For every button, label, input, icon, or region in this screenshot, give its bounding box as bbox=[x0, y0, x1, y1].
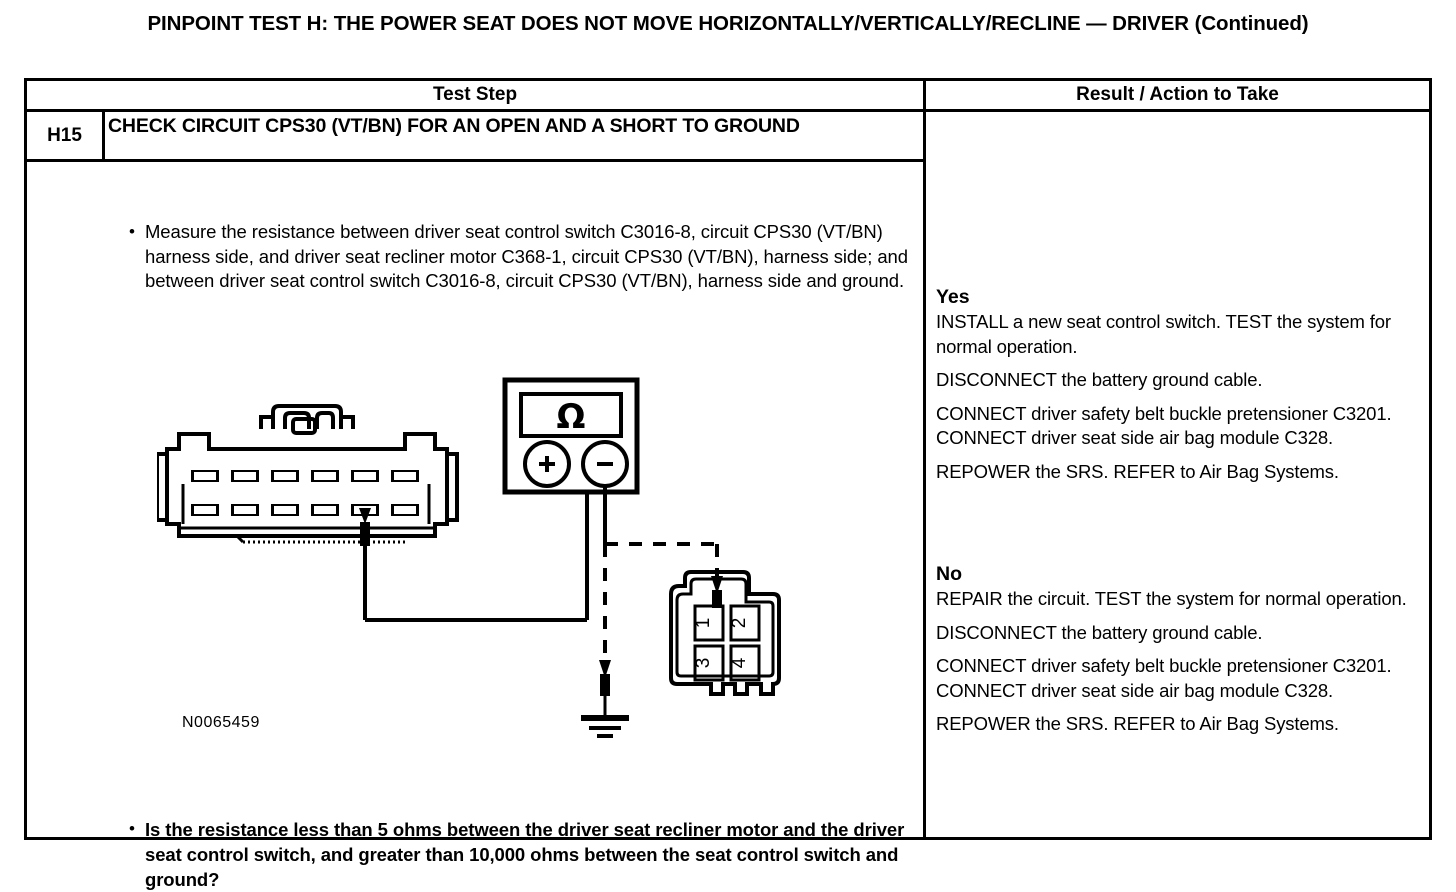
test-step-column: H15 CHECK CIRCUIT CPS30 (VT/BN) FOR AN O… bbox=[27, 112, 923, 890]
no-paragraph-2: DISCONNECT the battery ground cable. bbox=[936, 621, 1263, 643]
connector-c3016 bbox=[259, 404, 355, 435]
pin-label-2: 2 bbox=[729, 618, 750, 629]
pin-label-1: 1 bbox=[693, 618, 714, 629]
ground-symbol bbox=[581, 715, 629, 738]
bullet-dot-icon: • bbox=[129, 222, 135, 241]
step-heading-row: H15 CHECK CIRCUIT CPS30 (VT/BN) FOR AN O… bbox=[27, 112, 923, 162]
question-text: Is the resistance less than 5 ohms betwe… bbox=[145, 819, 905, 890]
result-action-column: Yes INSTALL a new seat control switch. T… bbox=[926, 112, 1429, 837]
ohm-symbol-label: Ω bbox=[557, 397, 586, 437]
yes-paragraph-3: CONNECT driver safety belt buckle preten… bbox=[936, 402, 1392, 449]
yes-label: Yes bbox=[936, 286, 970, 308]
pinpoint-test-table: Test Step Result / Action to Take H15 CH… bbox=[24, 78, 1432, 890]
yes-paragraph-4: REPOWER the SRS. REFER to Air Bag System… bbox=[936, 460, 1339, 482]
figure-id-label: N0065459 bbox=[182, 714, 260, 731]
connector-pin-cavities bbox=[191, 470, 419, 516]
page-title: PINPOINT TEST H: THE POWER SEAT DOES NOT… bbox=[147, 12, 1309, 35]
no-paragraph-1: REPAIR the circuit. TEST the system for … bbox=[936, 588, 1407, 609]
pin-label-3: 3 bbox=[693, 658, 714, 669]
probe-left bbox=[359, 508, 371, 546]
instruction-bullet: • Measure the resistance between driver … bbox=[119, 220, 909, 294]
column-header-result-action: Result / Action to Take bbox=[1076, 84, 1279, 105]
connector-c368 bbox=[669, 570, 781, 696]
step-body: • Measure the resistance between driver … bbox=[27, 162, 923, 890]
column-divider bbox=[923, 81, 926, 837]
yes-paragraph-2: DISCONNECT the battery ground cable. bbox=[936, 369, 1263, 390]
connector-body bbox=[165, 432, 449, 538]
multimeter bbox=[502, 377, 640, 495]
wiring-diagram-figure: Ω bbox=[157, 372, 797, 802]
pin-label-4: 4 bbox=[729, 657, 750, 668]
ground-probe bbox=[599, 660, 611, 696]
diagram-svg: Ω bbox=[157, 377, 781, 738]
no-paragraph-3: CONNECT driver safety belt buckle preten… bbox=[936, 655, 1392, 701]
column-header-test-step: Test Step bbox=[432, 84, 518, 105]
result-branch-yes: Yes INSTALL a new seat control switch. T… bbox=[936, 286, 1418, 484]
bullet-dot-icon: • bbox=[129, 819, 135, 838]
probe-right bbox=[711, 576, 723, 608]
table-header-row: Test Step Result / Action to Take bbox=[27, 81, 1429, 112]
instruction-text: Measure the resistance between driver se… bbox=[145, 221, 908, 291]
step-id-cell: H15 bbox=[27, 112, 105, 159]
question-bullet: • Is the resistance less than 5 ohms bet… bbox=[119, 817, 909, 892]
result-branch-no: No REPAIR the circuit. TEST the system f… bbox=[936, 563, 1418, 737]
no-label: No bbox=[936, 563, 962, 585]
step-title: CHECK CIRCUIT CPS30 (VT/BN) FOR AN OPEN … bbox=[108, 115, 800, 137]
no-paragraph-4: REPOWER the SRS. REFER to Air Bag System… bbox=[936, 713, 1339, 734]
yes-paragraph-1: INSTALL a new seat control switch. TEST … bbox=[936, 311, 1391, 357]
